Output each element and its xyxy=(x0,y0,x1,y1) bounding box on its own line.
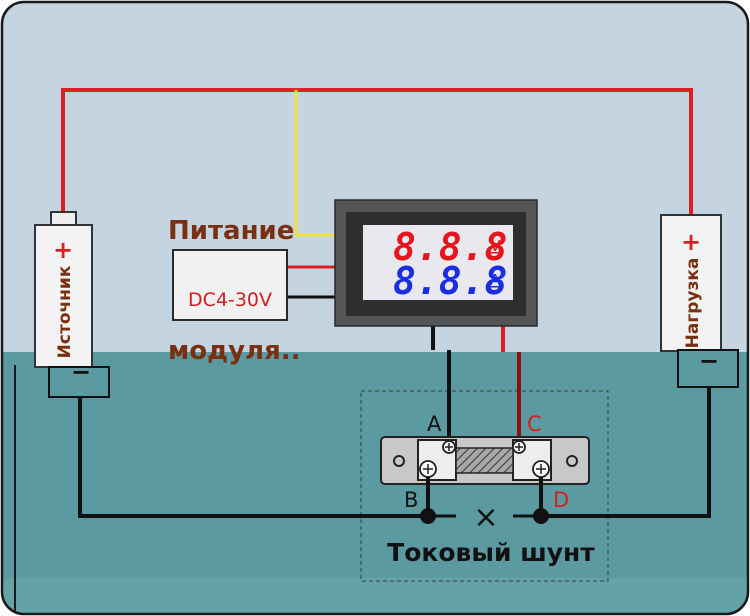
terminal-d-label: D xyxy=(553,488,569,512)
shunt-mount-hole-left xyxy=(393,455,405,467)
negative-wire-load xyxy=(541,386,711,518)
load-body-upper xyxy=(660,214,722,352)
load-label: Нагрузка xyxy=(683,258,703,349)
junction-d xyxy=(533,508,549,524)
shunt-resistive-element xyxy=(455,447,514,474)
shunt-mount-hole-right xyxy=(566,455,578,467)
power-title: Питание xyxy=(168,216,294,246)
junction-b xyxy=(420,508,436,524)
voltammeter-module: 8.8.8 V 8.8.8 A xyxy=(334,199,538,327)
load-minus-sign: − xyxy=(699,347,719,375)
shunt-label: Токовый шунт xyxy=(387,538,595,567)
source-label: Источник xyxy=(55,265,75,358)
sense-wire-yellow xyxy=(294,90,336,237)
load-body-lower xyxy=(677,349,739,388)
power-range-box xyxy=(172,249,288,321)
voltage-reading: 8.8.8 xyxy=(393,225,507,269)
source-battery: + − Источник xyxy=(34,211,110,398)
voltage-unit: V xyxy=(490,237,501,255)
power-range: DC4-30V xyxy=(188,289,272,311)
power-title-line2: модуля.. xyxy=(168,336,301,366)
positive-wire xyxy=(61,88,693,215)
source-body-lower xyxy=(48,366,110,398)
terminal-a-label: A xyxy=(427,412,442,436)
terminal-a-screw xyxy=(442,440,456,454)
source-plus-sign: + xyxy=(53,236,73,264)
terminal-b-screw xyxy=(419,460,437,478)
current-unit: A xyxy=(490,271,501,289)
negative-wire-source xyxy=(78,394,428,518)
load-plus-sign: + xyxy=(681,228,701,256)
terminal-c-screw xyxy=(512,440,526,454)
terminal-b-label: B xyxy=(404,488,418,512)
load-battery: + − Нагрузка xyxy=(660,214,739,388)
break-mark: × xyxy=(473,500,498,535)
shunt-dashed-box xyxy=(360,390,609,582)
terminal-c-label: C xyxy=(527,412,542,436)
source-cap xyxy=(50,211,77,227)
source-minus-sign: − xyxy=(71,358,91,386)
current-reading: 8.8.8 xyxy=(393,259,507,303)
module-display xyxy=(363,225,513,300)
source-body-upper xyxy=(34,224,93,368)
terminal-d-screw xyxy=(532,460,550,478)
current-shunt xyxy=(380,436,590,485)
